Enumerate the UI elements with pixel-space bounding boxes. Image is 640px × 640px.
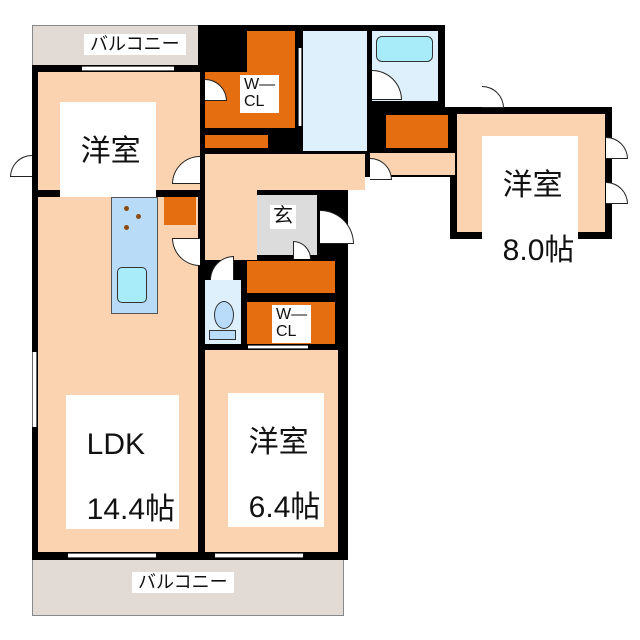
window-south-room-bottom — [215, 553, 303, 558]
room-size: 14.4帖 — [86, 493, 176, 527]
walk-in-closet-north-label: W— CL — [240, 75, 280, 113]
washroom — [303, 31, 367, 151]
walk-in-closet-center-label: W— CL — [272, 305, 312, 343]
western-room-east-label: 洋室 8.0帖 — [482, 136, 579, 270]
hallway-lower — [205, 188, 257, 260]
door-nw-room-west[interactable] — [10, 155, 32, 177]
western-room-south-label: 洋室 6.4帖 — [228, 393, 325, 527]
toilet-tank-icon — [209, 330, 236, 340]
hallway — [205, 154, 365, 190]
pantry — [164, 197, 196, 225]
window-washroom — [298, 48, 302, 126]
front-door[interactable] — [320, 210, 354, 244]
kitchen-sink-icon — [117, 267, 147, 303]
door-east-room-north[interactable] — [482, 86, 504, 108]
closet-east — [386, 115, 448, 148]
balcony-top-label: バルコニー — [84, 34, 186, 56]
stove-burner-icon — [124, 225, 129, 230]
window-nw-room — [82, 66, 174, 71]
room-name: LDK — [86, 428, 146, 462]
bathtub-icon — [376, 36, 433, 62]
room-size: 8.0帖 — [502, 234, 575, 268]
window-closet-center — [248, 345, 308, 349]
room-size: 6.4帖 — [248, 491, 321, 525]
door-east-room-side-1[interactable] — [606, 137, 628, 159]
room-name: 洋室 — [248, 426, 309, 460]
hallway-east — [370, 153, 455, 175]
entrance-label: 玄 — [270, 205, 296, 229]
stove-burner-icon — [136, 214, 141, 219]
storage-center — [247, 261, 335, 293]
balcony-bottom-label: バルコニー — [132, 572, 234, 594]
room-name: 洋室 — [80, 135, 141, 169]
ldk-label: LDK 14.4帖 — [66, 395, 180, 529]
room-name: 洋室 — [502, 169, 563, 203]
stove-burner-icon — [124, 206, 129, 211]
window-ldk-west — [32, 352, 37, 427]
storage-shelf-north — [205, 135, 268, 148]
door-east-room-side-2[interactable] — [606, 182, 628, 204]
window-ldk-bottom — [68, 553, 156, 558]
toilet-bowl-icon — [214, 301, 234, 329]
